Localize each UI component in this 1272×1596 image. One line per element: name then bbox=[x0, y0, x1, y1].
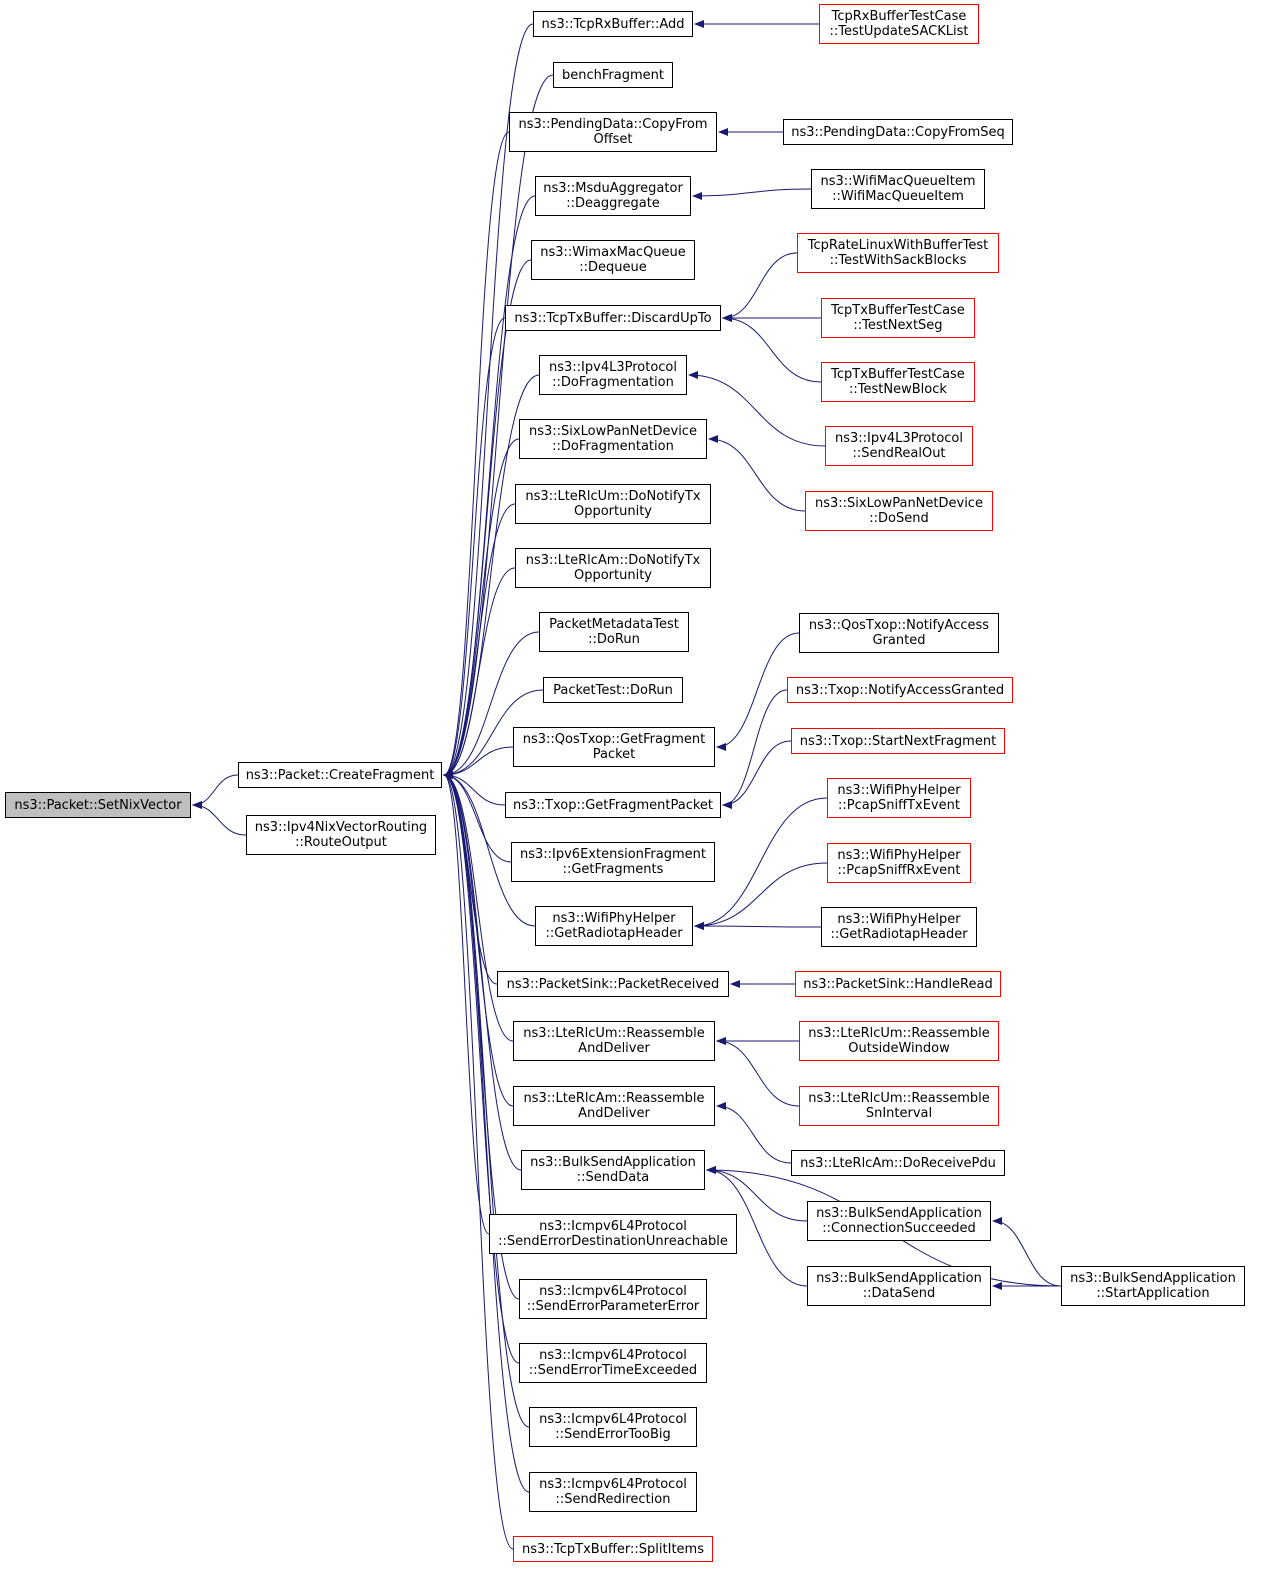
edge-wifiphy_pcapsnifftx-to-wifiphy_getradiotapheader bbox=[694, 797, 828, 930]
node-tcptx-discardupto[interactable]: ns3::TcpTxBuffer::DiscardUpTo bbox=[505, 305, 721, 331]
node-tcprxtest-updatesack[interactable]: TcpRxBufferTestCase ::TestUpdateSACKList bbox=[819, 4, 979, 44]
edge-tcptx_splititems-to-create_fragment bbox=[443, 771, 514, 1550]
node-wifiphy-getradiotapheader-2[interactable]: ns3::WifiPhyHelper ::GetRadiotapHeader bbox=[821, 907, 977, 947]
edge-create_fragment-to-root bbox=[192, 774, 239, 809]
node-packetmetadatatest-dorun[interactable]: PacketMetadataTest ::DoRun bbox=[539, 612, 689, 652]
node-tcpratelinux-testwithsack[interactable]: TcpRateLinuxWithBufferTest ::TestWithSac… bbox=[797, 233, 999, 273]
edge-bulksend_datasend-to-bulksend_senddata bbox=[706, 1166, 808, 1287]
edge-packetsink_packetreceived-to-create_fragment bbox=[443, 771, 498, 985]
edge-ipv6ext_getfragments-to-create_fragment bbox=[443, 771, 512, 863]
node-bulksend-connectionsucceeded[interactable]: ns3::BulkSendApplication ::ConnectionSuc… bbox=[807, 1201, 991, 1241]
node-icmpv6-senderrorparam[interactable]: ns3::Icmpv6L4Protocol ::SendErrorParamet… bbox=[519, 1279, 707, 1319]
node-wifiphy-pcapsnifftx[interactable]: ns3::WifiPhyHelper ::PcapSniffTxEvent bbox=[827, 778, 971, 818]
edge-lterlcum_reassemblesn-to-lterlcum_reassemble bbox=[716, 1037, 800, 1107]
edge-qostxop_notifyaccessgranted-to-qostxop_getfragmentpacket bbox=[716, 632, 800, 751]
node-wifiphy-pcapsniffrx[interactable]: ns3::WifiPhyHelper ::PcapSniffRxEvent bbox=[827, 843, 971, 883]
edge-icmpv6_senderrortime-to-create_fragment bbox=[443, 771, 520, 1364]
node-tcprx-add[interactable]: ns3::TcpRxBuffer::Add bbox=[533, 11, 693, 37]
edge-pendingdata_copyfromoffset-to-create_fragment bbox=[443, 131, 510, 779]
edge-icmpv6_sendredirection-to-create_fragment bbox=[443, 771, 530, 1493]
node-packetsink-packetreceived[interactable]: ns3::PacketSink::PacketReceived bbox=[497, 971, 729, 997]
node-bulksend-startapplication[interactable]: ns3::BulkSendApplication ::StartApplicat… bbox=[1061, 1266, 1245, 1306]
edge-bulksend_startapplication-to-bulksend_connectionsucceeded bbox=[992, 1217, 1062, 1287]
edge-icmpv6_senderrortoobig-to-create_fragment bbox=[443, 771, 530, 1428]
edge-wimax_dequeue-to-create_fragment bbox=[443, 259, 532, 779]
edge-wifiphy_getradiotapheader2-to-wifiphy_getradiotapheader bbox=[694, 922, 822, 931]
node-icmpv6-senderrortime[interactable]: ns3::Icmpv6L4Protocol ::SendErrorTimeExc… bbox=[519, 1343, 707, 1383]
node-sixlowpan-dofragmentation[interactable]: ns3::SixLowPanNetDevice ::DoFragmentatio… bbox=[519, 419, 707, 459]
node-msdu-deaggregate[interactable]: ns3::MsduAggregator ::Deaggregate bbox=[535, 176, 691, 216]
node-tcptxtest-newblock[interactable]: TcpTxBufferTestCase ::TestNewBlock bbox=[821, 362, 975, 402]
node-icmpv6-senderrortoobig[interactable]: ns3::Icmpv6L4Protocol ::SendErrorTooBig bbox=[529, 1407, 697, 1447]
edge-qostxop_getfragmentpacket-to-create_fragment bbox=[443, 746, 514, 779]
node-bulksend-datasend[interactable]: ns3::BulkSendApplication ::DataSend bbox=[807, 1266, 991, 1306]
edge-wifiphy_getradiotapheader-to-create_fragment bbox=[443, 771, 536, 927]
node-ipv4l3-sendrealout[interactable]: ns3::Ipv4L3Protocol ::SendRealOut bbox=[825, 426, 973, 466]
edge-lterlcam_doreceivepdu-to-lterlcam_reassemble bbox=[716, 1102, 792, 1164]
node-icmpv6-sendredirection[interactable]: ns3::Icmpv6L4Protocol ::SendRedirection bbox=[529, 1472, 697, 1512]
node-lterlcum-reassemblesn[interactable]: ns3::LteRlcUm::Reassemble SnInterval bbox=[799, 1086, 999, 1126]
node-packettest-dorun[interactable]: PacketTest::DoRun bbox=[543, 677, 683, 703]
edge-lterlcam_donotifytx-to-create_fragment bbox=[443, 567, 516, 779]
edge-tcptx_discardupto-to-create_fragment bbox=[443, 317, 506, 779]
edge-tcptxtest_newblock-to-tcptx_discardupto bbox=[722, 314, 822, 383]
node-lterlcum-reassemble[interactable]: ns3::LteRlcUm::Reassemble AndDeliver bbox=[513, 1021, 715, 1061]
node-qostxop-getfragmentpacket[interactable]: ns3::QosTxop::GetFragment Packet bbox=[513, 727, 715, 767]
node-lterlcum-reassembleoutside[interactable]: ns3::LteRlcUm::Reassemble OutsideWindow bbox=[799, 1021, 999, 1061]
edge-txop_startnextfragment-to-txop_getfragmentpacket bbox=[722, 740, 792, 809]
node-wimax-dequeue[interactable]: ns3::WimaxMacQueue ::Dequeue bbox=[531, 240, 695, 280]
node-icmpv6-senderrordest[interactable]: ns3::Icmpv6L4Protocol ::SendErrorDestina… bbox=[489, 1214, 737, 1254]
edge-tcpratelinux_testwithsack-to-tcptx_discardupto bbox=[722, 252, 798, 322]
edge-lterlcum_donotifytx-to-create_fragment bbox=[443, 503, 516, 779]
node-packetsink-handleread[interactable]: ns3::PacketSink::HandleRead bbox=[795, 971, 1001, 997]
node-lterlcam-donotifytx[interactable]: ns3::LteRlcAm::DoNotifyTx Opportunity bbox=[515, 548, 711, 588]
edge-tcprx_add-to-create_fragment bbox=[443, 23, 534, 779]
node-tcptx-splititems[interactable]: ns3::TcpTxBuffer::SplitItems bbox=[513, 1536, 713, 1562]
node-wifiphy-getradiotapheader[interactable]: ns3::WifiPhyHelper ::GetRadiotapHeader bbox=[535, 906, 693, 946]
edge-bulksend_connectionsucceeded-to-bulksend_senddata bbox=[706, 1166, 808, 1222]
node-bench-fragment[interactable]: benchFragment bbox=[553, 62, 673, 88]
node-txop-getfragmentpacket[interactable]: ns3::Txop::GetFragmentPacket bbox=[505, 792, 721, 818]
node-wifimacqueueitem[interactable]: ns3::WifiMacQueueItem ::WifiMacQueueItem bbox=[811, 169, 985, 209]
node-txop-startnextfragment[interactable]: ns3::Txop::StartNextFragment bbox=[791, 728, 1005, 754]
edge-lterlcum_reassemble-to-create_fragment bbox=[443, 771, 514, 1042]
edge-ipv4l3_sendrealout-to-ipv4l3_dofragmentation bbox=[688, 371, 826, 447]
node-ipv4nix-route-output[interactable]: ns3::Ipv4NixVectorRouting ::RouteOutput bbox=[246, 815, 436, 855]
node-tcptxtest-nextseg[interactable]: TcpTxBufferTestCase ::TestNextSeg bbox=[821, 298, 975, 338]
edge-packettest_dorun-to-create_fragment bbox=[443, 689, 544, 779]
edge-sixlowpan_dosend-to-sixlowpan_dofragmentation bbox=[708, 435, 806, 512]
edge-wifimacqueueitem-to-msdu_deaggregate bbox=[692, 188, 812, 200]
edge-icmpv6_senderrordest-to-create_fragment bbox=[443, 771, 490, 1235]
node-txop-notifyaccessgranted[interactable]: ns3::Txop::NotifyAccessGranted bbox=[787, 677, 1013, 703]
node-sixlowpan-dosend[interactable]: ns3::SixLowPanNetDevice ::DoSend bbox=[805, 491, 993, 531]
node-ipv6ext-getfragments[interactable]: ns3::Ipv6ExtensionFragment ::GetFragment… bbox=[511, 842, 715, 882]
node-qostxop-notifyaccessgranted[interactable]: ns3::QosTxop::NotifyAccess Granted bbox=[799, 613, 999, 653]
node-pendingdata-copyfromoffset[interactable]: ns3::PendingData::CopyFrom Offset bbox=[509, 112, 717, 152]
node-root: ns3::Packet::SetNixVector bbox=[5, 792, 191, 818]
edge-sixlowpan_dofragmentation-to-create_fragment bbox=[443, 438, 520, 779]
node-create-fragment[interactable]: ns3::Packet::CreateFragment bbox=[238, 762, 442, 788]
edge-txop_notifyaccessgranted-to-txop_getfragmentpacket bbox=[722, 689, 788, 809]
node-pendingdata-copyfromseq[interactable]: ns3::PendingData::CopyFromSeq bbox=[783, 119, 1013, 145]
edge-bulksend_senddata-to-create_fragment bbox=[443, 771, 522, 1171]
edge-ipv4nix_route_output-to-root bbox=[192, 801, 247, 836]
node-lterlcum-donotifytx[interactable]: ns3::LteRlcUm::DoNotifyTx Opportunity bbox=[515, 484, 711, 524]
node-bulksend-senddata[interactable]: ns3::BulkSendApplication ::SendData bbox=[521, 1150, 705, 1190]
node-lterlcam-reassemble[interactable]: ns3::LteRlcAm::Reassemble AndDeliver bbox=[513, 1086, 715, 1126]
edge-packetmetadatatest_dorun-to-create_fragment bbox=[443, 631, 540, 779]
node-ipv4l3-dofragmentation[interactable]: ns3::Ipv4L3Protocol ::DoFragmentation bbox=[539, 355, 687, 395]
edge-wifiphy_pcapsniffrx-to-wifiphy_getradiotapheader bbox=[694, 862, 828, 930]
node-lterlcam-doreceivepdu[interactable]: ns3::LteRlcAm::DoReceivePdu bbox=[791, 1150, 1005, 1176]
